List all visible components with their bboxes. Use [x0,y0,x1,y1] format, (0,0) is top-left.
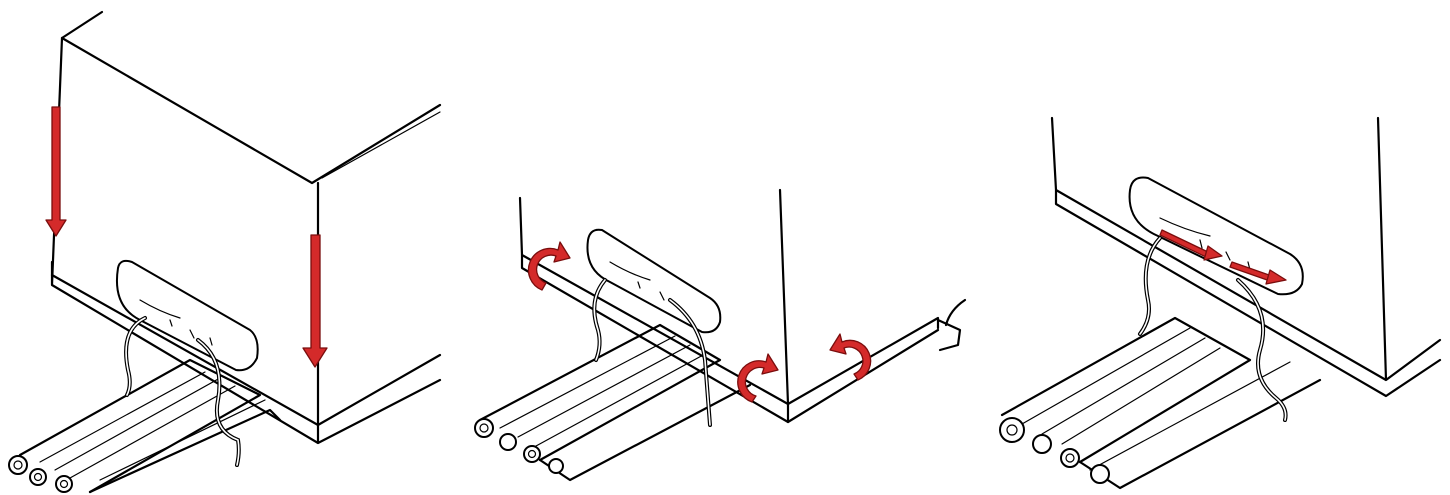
rotate-arrow-right [829,333,872,381]
box-outline [1050,116,1442,398]
step-3-panel [990,0,1450,495]
box-front-bottom [50,273,442,427]
cover-folds [609,261,665,301]
step-2-illustration [474,188,967,482]
rotate-arrow-left [527,241,571,291]
rail-end-caps [999,417,1110,484]
box-top-edge [60,10,104,40]
cover-bag [1128,176,1304,296]
box-corner-edge [778,188,790,406]
step-3-illustration [999,116,1442,490]
rail-base [1000,316,1322,490]
cover-folds [139,299,213,346]
power-cord-right [1236,278,1288,422]
cover-bag [116,259,259,372]
rotate-arrow-middle [737,353,779,403]
box-top-inner [321,111,441,179]
down-arrow-right [302,234,328,368]
rail-end-caps [8,455,73,493]
strap-tighten-arrows [1159,229,1287,285]
cover-folds [1159,217,1251,271]
rail-end-caps [474,418,564,474]
box-left-edge [518,196,940,406]
rail-base [478,323,752,482]
step-1-illustration [8,10,442,494]
step-2-panel [470,0,970,495]
step-1-panel [0,0,450,495]
box-outline [50,36,442,445]
cover-bag [586,228,722,334]
side-bracket [936,298,967,352]
down-arrow-left [45,106,67,237]
rail-base [18,358,282,494]
